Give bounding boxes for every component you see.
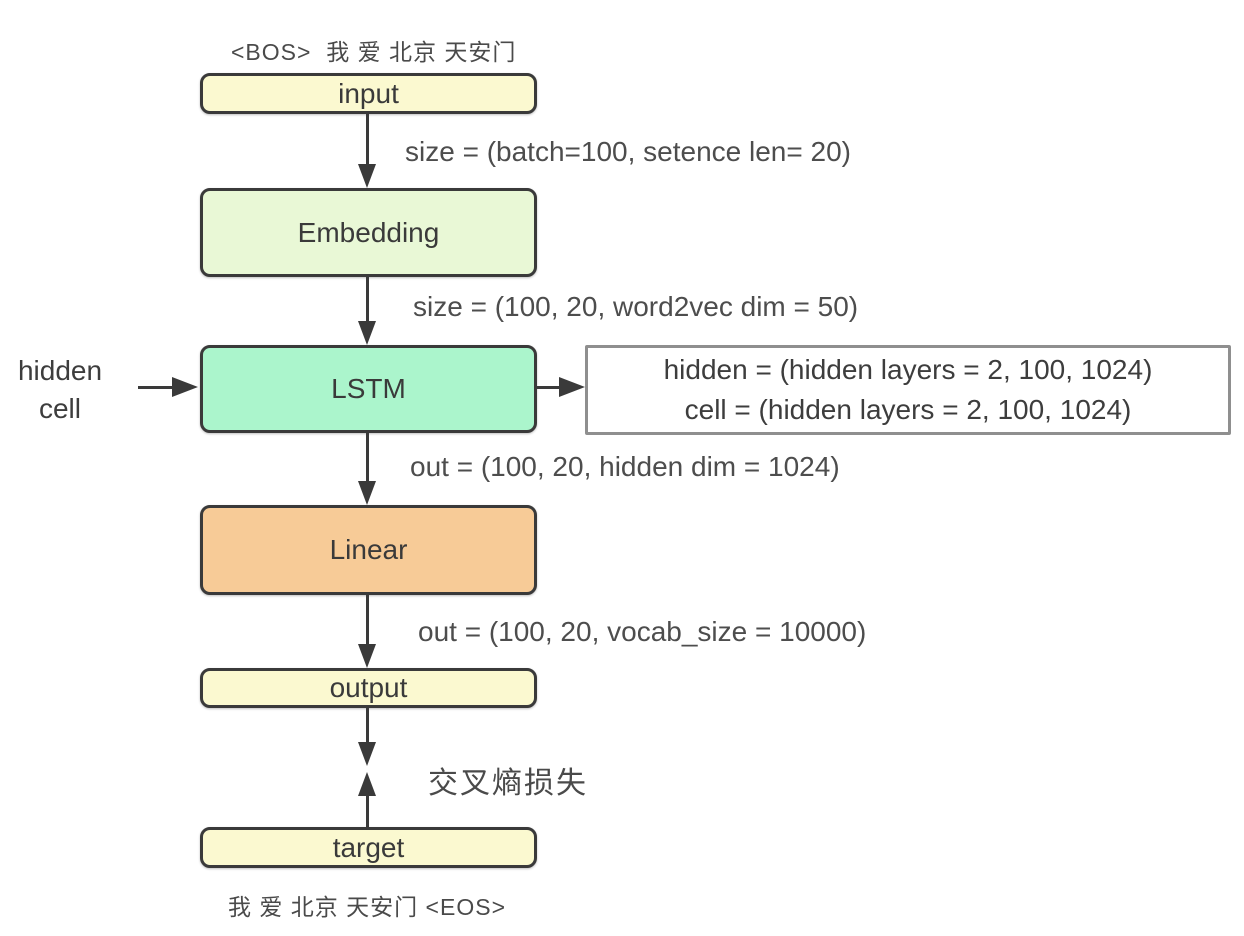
arrowhead-right-icon [559, 377, 585, 397]
node-target: target [200, 827, 537, 868]
node-output-label: output [329, 672, 408, 703]
top-token-sequence: <BOS> 我 爱 北京 天安门 [231, 39, 517, 65]
arrowhead-down-icon [358, 481, 376, 505]
arrowhead-up-icon [358, 772, 376, 796]
lstm-state-label-cell: cell [38, 393, 81, 424]
node-linear: Linear [200, 505, 537, 595]
node-embedding: Embedding [200, 188, 537, 277]
node-input: input [200, 73, 537, 114]
node-output: output [200, 668, 537, 708]
arrowhead-right-icon [172, 377, 198, 397]
lstm-state-info-hidden: hidden = (hidden layers = 2, 100, 1024) [663, 354, 1153, 385]
lstm-state-label: hidden cell [4, 352, 116, 428]
lstm-state-label-hidden: hidden [17, 355, 103, 386]
lstm-state-info-box: hidden = (hidden layers = 2, 100, 1024) … [585, 345, 1231, 435]
annotation-input-to-embedding: size = (batch=100, setence len= 20) [405, 136, 851, 167]
node-target-label: target [332, 831, 405, 863]
lstm-state-info-cell: cell = (hidden layers = 2, 100, 1024) [684, 394, 1132, 425]
annotation-linear-to-output: out = (100, 20, vocab_size = 10000) [418, 616, 867, 647]
annotation-embedding-to-lstm: size = (100, 20, word2vec dim = 50) [413, 291, 859, 322]
bottom-token-sequence: 我 爱 北京 天安门 <EOS> [228, 894, 506, 920]
annotation-lstm-to-linear: out = (100, 20, hidden dim = 1024) [410, 451, 840, 482]
node-lstm: LSTM [200, 345, 537, 433]
node-linear-label: Linear [329, 534, 408, 565]
node-input-label: input [338, 77, 399, 109]
node-lstm-label: LSTM [331, 373, 406, 404]
arrowhead-down-icon [358, 321, 376, 345]
annotation-loss: 交叉熵损失 [428, 767, 588, 800]
arrowhead-down-icon [358, 164, 376, 188]
arrowhead-down-icon [358, 742, 376, 766]
arrowhead-down-icon [358, 644, 376, 668]
node-embedding-label: Embedding [297, 216, 440, 248]
